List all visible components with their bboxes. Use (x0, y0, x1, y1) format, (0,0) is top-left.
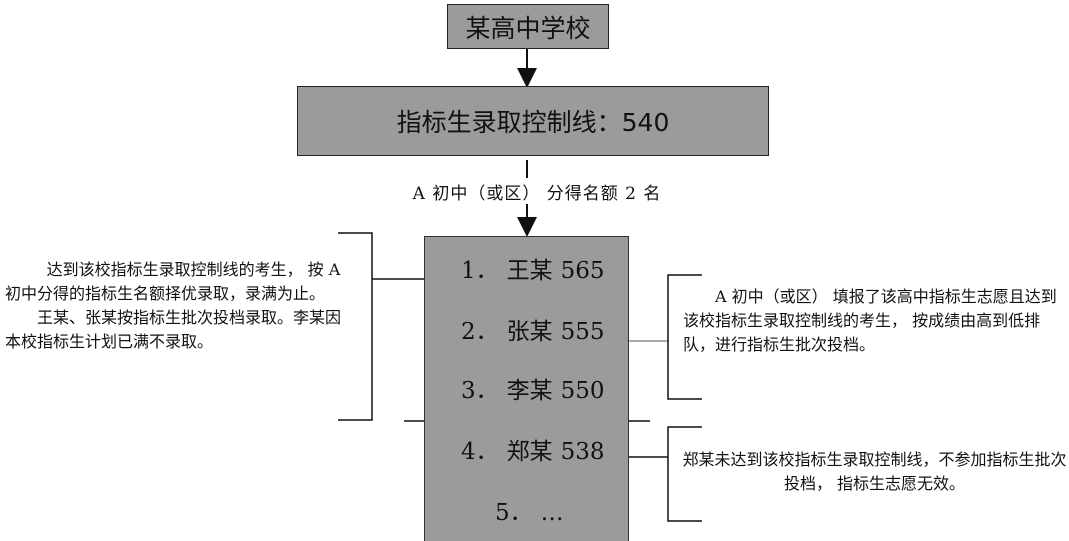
left-note-bracket (338, 232, 373, 421)
right-bottom-bracket (667, 426, 702, 522)
right-explanation-top: A 初中（或区） 填报了该高中指标生志愿且达到该校指标生录取控制线的考生， 按成… (683, 287, 1057, 354)
school-box: 某高中学校 (447, 4, 609, 49)
left-explanation: 达到该校指标生录取控制线的考生， 按 A 初中分得的指标生名额择优录取，录满为止… (5, 258, 355, 354)
left-explanation-line1: 达到该校指标生录取控制线的考生， 按 A 初中分得的指标生名额择优录取，录满为止… (5, 260, 341, 303)
right-explanation-bottom: 郑某未达到该校指标生录取控制线，不参加指标生批次投档， 指标生志愿无效。 (682, 450, 1067, 493)
candidate-item: 5．… (495, 500, 564, 526)
school-label: 某高中学校 (465, 13, 591, 43)
quota-label: A 初中（或区） 分得名额 2 名 (412, 184, 662, 204)
control-line-label: 指标生录取控制线：540 (396, 108, 670, 137)
left-explanation-line2: 王某、张某按指标生批次投档录取。李某因本校指标生计划已满不录取。 (5, 308, 342, 351)
control-line-box: 指标生录取控制线：540 (297, 86, 769, 156)
right-top-bracket (667, 274, 702, 400)
